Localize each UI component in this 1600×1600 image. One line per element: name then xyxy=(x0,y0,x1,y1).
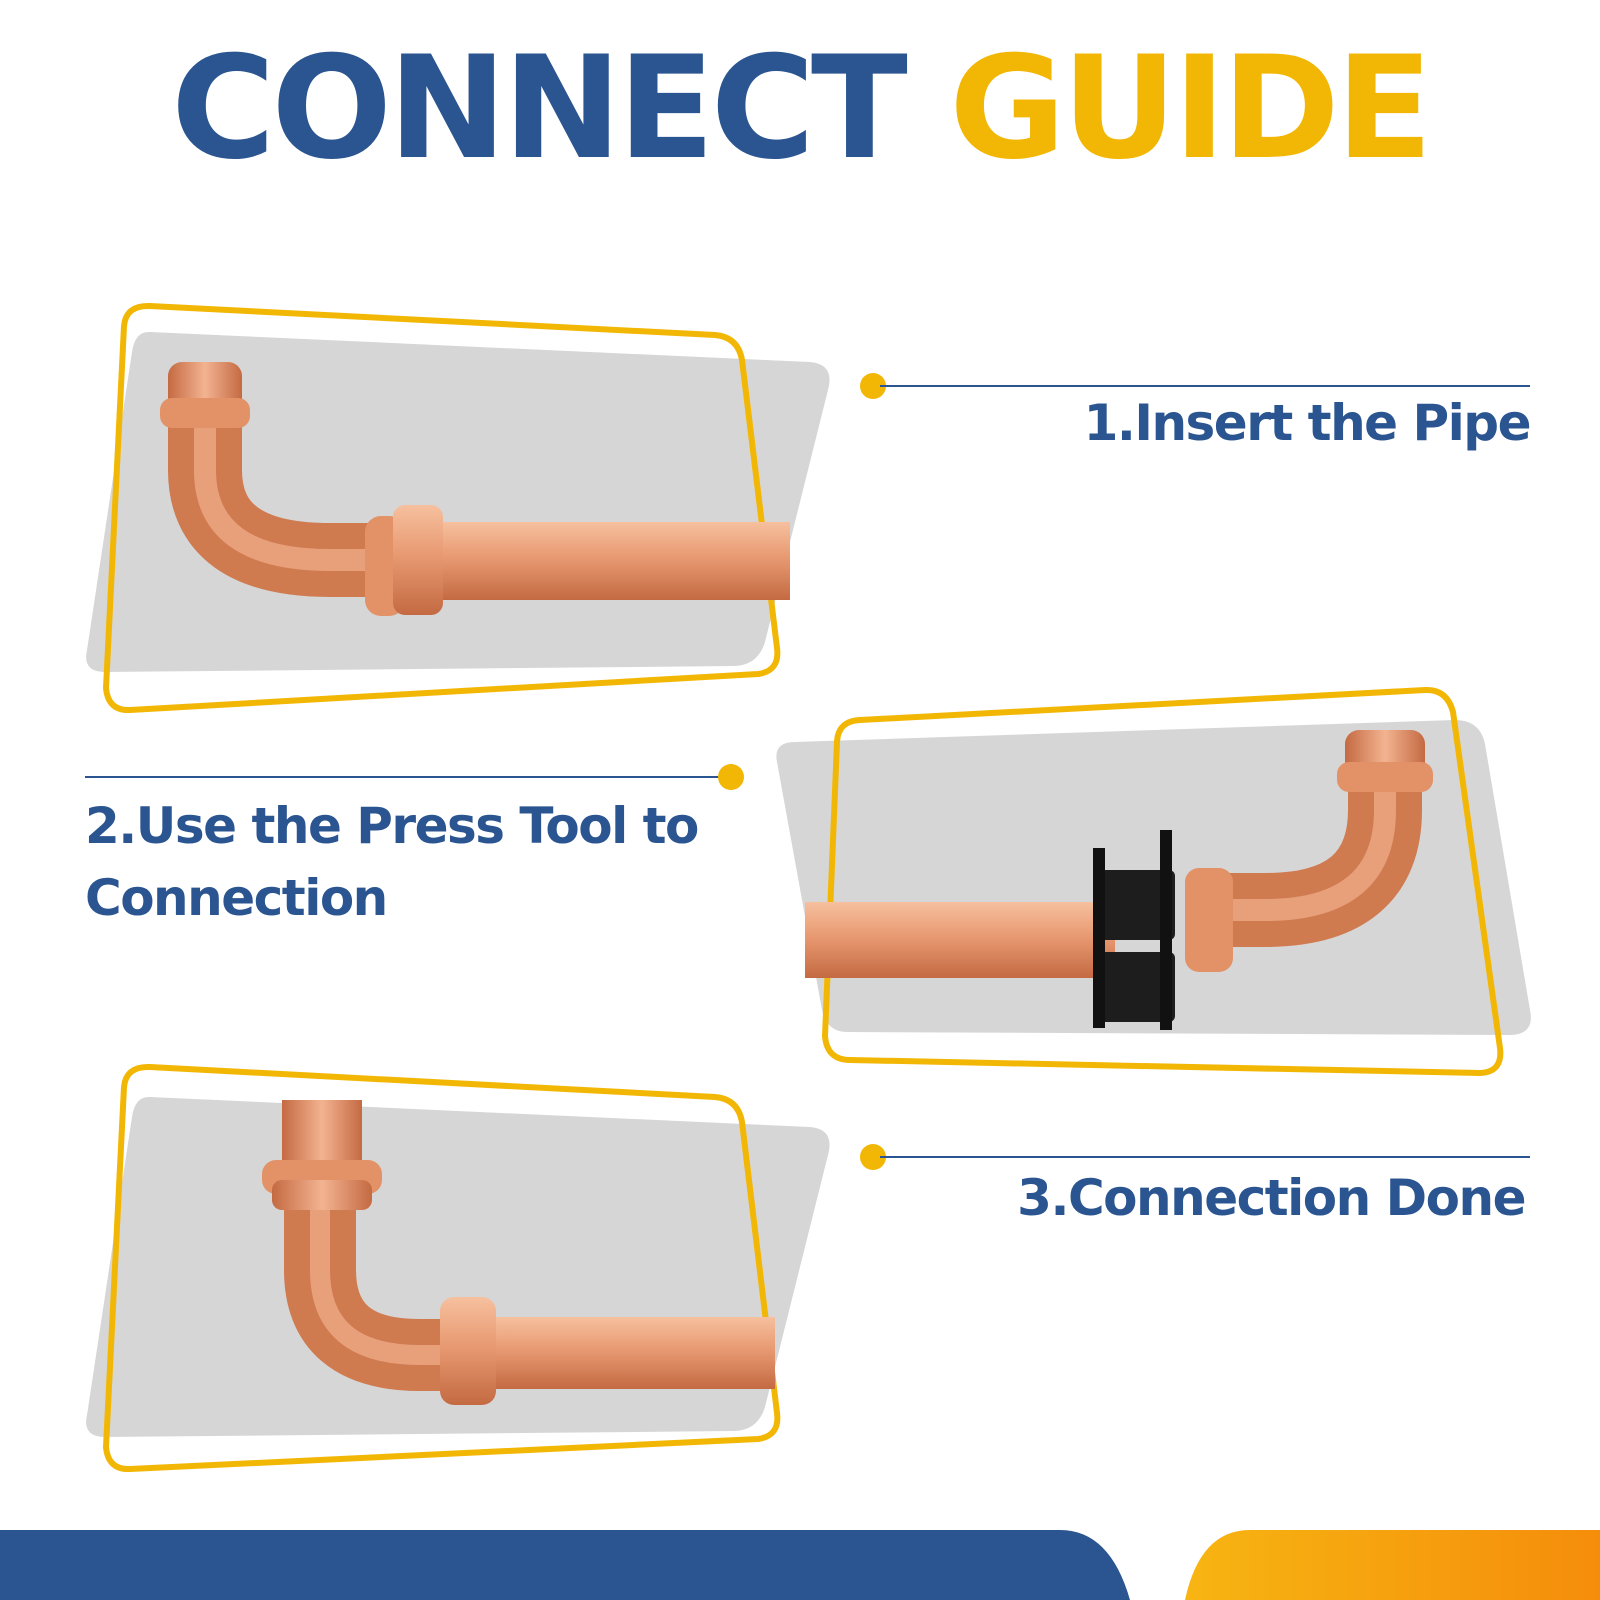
step3-image-panel xyxy=(86,1063,830,1473)
step3-label: 3.Connection Done xyxy=(1017,1169,1526,1227)
step1-divider xyxy=(880,385,1530,387)
title-word-guide: GUIDE xyxy=(949,26,1433,191)
step3-divider xyxy=(880,1156,1530,1158)
step2-bullet xyxy=(718,764,744,790)
step2-label-line1: 2.Use the Press Tool to xyxy=(85,797,699,855)
guide-title: CONNECT GUIDE xyxy=(0,38,1600,180)
step1-label: 1.Insert the Pipe xyxy=(1083,394,1532,452)
step2-image-panel xyxy=(776,686,1531,1077)
title-word-connect: CONNECT xyxy=(171,26,908,191)
title-reflection: CONNECT GUIDE xyxy=(0,86,1600,176)
step2-label-line2: Connection xyxy=(85,869,388,927)
step2-divider xyxy=(85,776,725,778)
step1-image-panel xyxy=(86,302,830,714)
bottom-decor-band xyxy=(0,1530,1600,1600)
step2-label: 2.Use the Press Tool to Connection xyxy=(85,790,745,934)
